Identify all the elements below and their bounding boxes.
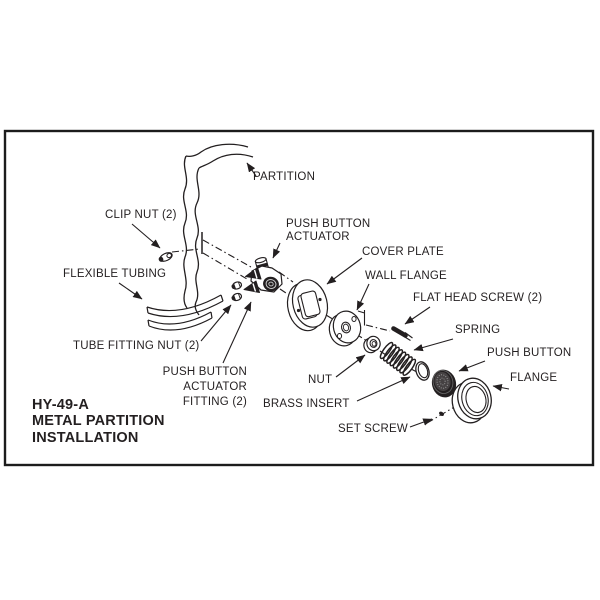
title-subtitle-1: METAL PARTITION (32, 413, 165, 430)
label-nut: NUT (308, 374, 333, 386)
label-flange: FLANGE (510, 372, 558, 384)
brass-insert-leader (356, 376, 411, 402)
push-button-drawing (431, 369, 457, 398)
label-push-button: PUSH BUTTON (487, 347, 572, 359)
actuator-leader (272, 242, 281, 259)
wall-flange-drawing (328, 310, 366, 347)
flat-head-screw-drawing (391, 326, 413, 341)
title-block: HY-49-A METAL PARTITION INSTALLATION (32, 397, 165, 446)
label-flat-head-screw: FLAT HEAD SCREW (2) (413, 292, 543, 304)
flat-head-screw-leader (404, 306, 431, 325)
brass-insert-drawing (415, 361, 430, 381)
flange-drawing (451, 377, 492, 424)
flexible-tubing-drawing (146, 294, 224, 331)
set-screw-leader (409, 418, 433, 428)
clip-nut-leader (131, 223, 161, 249)
nut-drawing (363, 335, 381, 354)
cover-plate-leader (326, 257, 363, 285)
label-wall-flange: WALL FLANGE (365, 270, 447, 282)
label-partition: PARTITION (253, 171, 316, 183)
cover-plate-drawing (286, 279, 329, 332)
wall-flange-leader (356, 283, 370, 311)
label-spring: SPRING (455, 324, 501, 336)
screw-jog-line (357, 310, 366, 326)
label-clip-nut: CLIP NUT (2) (105, 209, 177, 221)
flexible-tubing-leader (118, 282, 143, 300)
flange-leader (492, 383, 510, 392)
set-screw-drawing (439, 411, 444, 416)
label-cover-plate: COVER PLATE (362, 246, 444, 258)
clip-nut-drawing (158, 252, 173, 262)
tube-fitting-nut-leader (200, 304, 232, 342)
label-push-button-actuator: PUSH BUTTON ACTUATOR (286, 218, 371, 243)
tube-fitting-nuts-drawing (231, 281, 243, 302)
partition-leader (246, 162, 257, 177)
label-set-screw: SET SCREW (338, 423, 408, 435)
spring-drawing (379, 341, 417, 377)
title-subtitle-2: INSTALLATION (32, 429, 139, 446)
push-button-leader (458, 360, 486, 372)
diagram-border (3, 129, 595, 467)
title-model: HY-49-A (32, 397, 89, 413)
label-flexible-tubing: FLEXIBLE TUBING (63, 268, 167, 280)
label-tube-fitting-nut: TUBE FITTING NUT (2) (73, 340, 200, 352)
leader-arrows (118, 162, 510, 428)
actuator-fitting-leader (222, 301, 252, 364)
label-brass-insert: BRASS INSERT (263, 398, 350, 410)
spring-leader (413, 338, 454, 352)
nut-leader (335, 354, 366, 378)
label-push-button-actuator-fitting: PUSH BUTTON ACTUATOR FITTING (2) (162, 366, 247, 408)
push-button-actuator-drawing (243, 257, 283, 293)
partition-drawing (182, 143, 254, 316)
